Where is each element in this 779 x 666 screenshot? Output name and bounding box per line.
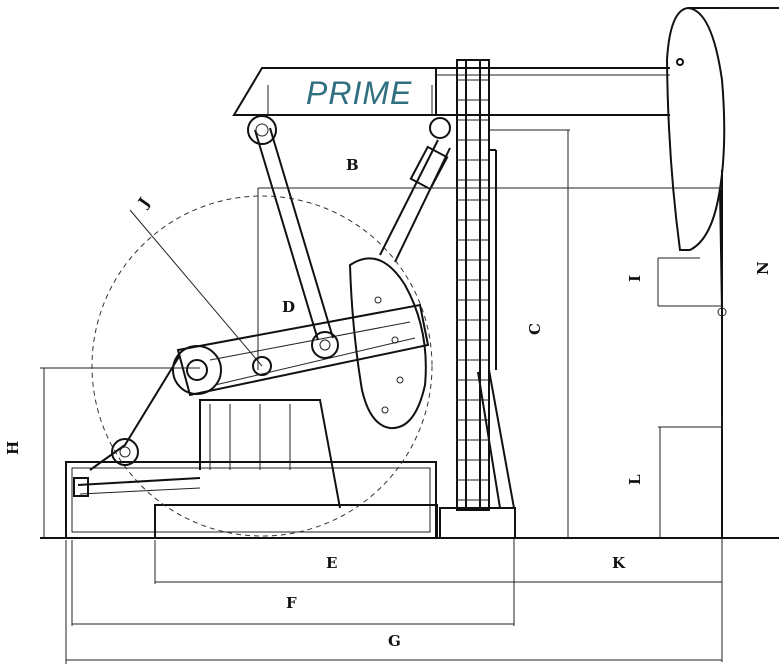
dim-label-c: C	[526, 323, 544, 335]
gearbox-mount	[199, 399, 341, 509]
dim-label-g: G	[388, 632, 401, 650]
ladder	[456, 59, 515, 511]
polished-rod	[717, 170, 727, 538]
dim-label-e: E	[326, 554, 337, 572]
dim-label-n: N	[754, 261, 772, 275]
dimension-lines	[40, 7, 779, 664]
counterweight	[348, 257, 427, 430]
crank-circle	[91, 195, 433, 537]
dim-label-b: B	[346, 156, 359, 174]
base-frame	[65, 461, 516, 539]
dim-label-k: K	[612, 554, 626, 572]
brake-linkage	[73, 354, 201, 497]
dim-label-j: J	[133, 194, 153, 212]
walking-beam	[232, 67, 670, 139]
crank-arm	[172, 303, 430, 397]
dim-label-f: F	[286, 594, 297, 612]
dim-label-i: I	[626, 275, 644, 282]
brand-logo: PRIME	[306, 75, 412, 111]
dim-label-h: H	[4, 441, 22, 455]
dim-label-l: L	[626, 474, 644, 485]
dim-label-d: D	[282, 298, 295, 316]
samson-strut	[379, 139, 451, 263]
pitman-arm	[247, 115, 339, 359]
